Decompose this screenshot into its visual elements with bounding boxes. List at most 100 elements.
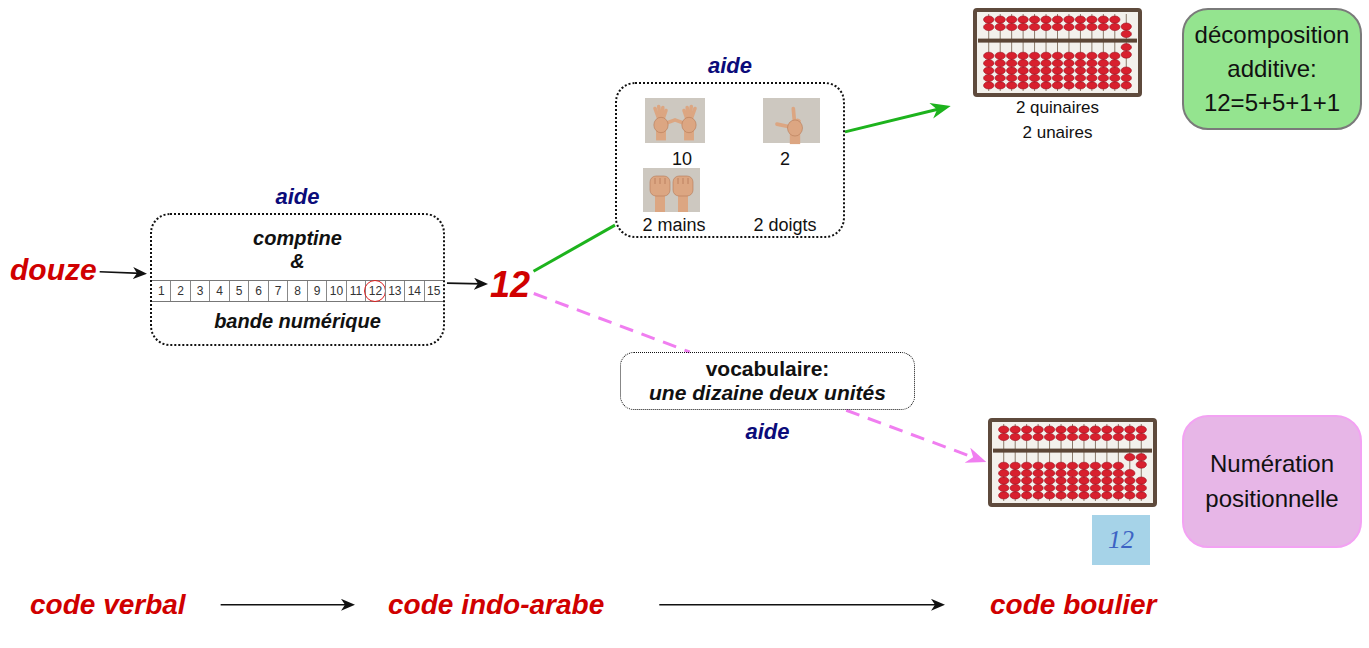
abacus-bead <box>1098 16 1108 23</box>
photo-caption: 10 <box>672 150 692 170</box>
abacus-bead <box>1110 23 1120 30</box>
abacus-bar <box>993 449 1152 453</box>
code-label: code verbal <box>30 588 186 622</box>
abacus-bead <box>1075 60 1085 67</box>
abacus-bead <box>1044 484 1054 491</box>
abacus-bead <box>1121 74 1131 81</box>
node-text: aide <box>617 54 843 78</box>
abacus-bead <box>1021 470 1031 477</box>
abacus-frame <box>975 10 1140 95</box>
abacus-bead <box>1064 60 1074 67</box>
abacus-bead <box>1006 60 1016 67</box>
abacus-bead <box>995 60 1005 67</box>
abacus-bead <box>1021 426 1031 433</box>
abacus-bead <box>1098 82 1108 89</box>
abacus-bead <box>1079 492 1089 499</box>
abacus-bead <box>1125 433 1135 440</box>
abacus-bead <box>1098 23 1108 30</box>
abacus-bead <box>1052 67 1062 74</box>
node-text: code verbal <box>30 588 186 622</box>
abacus-bead <box>1021 462 1031 469</box>
abacus-bead <box>1033 433 1043 440</box>
node-text: aide <box>152 185 443 209</box>
abacus-bead <box>1029 74 1039 81</box>
abacus-node: 12 <box>990 420 1155 568</box>
abacus-bead <box>1067 433 1077 440</box>
aid-box: aide1022 mains2 doigts <box>615 82 845 238</box>
fist-knuckle <box>655 178 656 184</box>
abacus-bead <box>1087 67 1097 74</box>
abacus-bead <box>1102 492 1112 499</box>
abacus-bead <box>1113 462 1123 469</box>
abacus-bead <box>1067 462 1077 469</box>
abacus-bead <box>1018 74 1028 81</box>
node-text: une dizaine deux unités <box>649 381 886 405</box>
abacus-bead <box>1021 477 1031 484</box>
numeral: 12 <box>490 263 530 306</box>
abacus-bead <box>1044 470 1054 477</box>
abacus-bead <box>1113 477 1123 484</box>
abacus-bead <box>1010 426 1020 433</box>
abacus-picture <box>990 420 1155 505</box>
abacus-bead <box>995 82 1005 89</box>
connector <box>534 225 615 271</box>
abacus-bead <box>1067 477 1077 484</box>
abacus-bead <box>1064 82 1074 89</box>
abacus-bead <box>1056 462 1066 469</box>
abacus-bead <box>1006 16 1016 23</box>
abacus-bead <box>1056 477 1066 484</box>
abacus-bead <box>1136 484 1146 491</box>
fist-shape <box>650 176 670 196</box>
abacus-bead <box>1087 82 1097 89</box>
fist-knuckle <box>660 178 661 184</box>
strip-number: 1 <box>152 281 170 301</box>
abacus-bead <box>1052 74 1062 81</box>
code-label: code boulier <box>990 588 1156 622</box>
abacus-bead <box>1006 23 1016 30</box>
abacus-bead <box>1041 67 1051 74</box>
abacus-bead <box>1075 67 1085 74</box>
strip-number: 14 <box>404 281 423 301</box>
abacus-bar <box>978 39 1137 43</box>
abacus-node: 2 quinaires 2 unaires <box>975 10 1140 150</box>
abacus-bead <box>1121 82 1131 89</box>
strip-number: 6 <box>248 281 267 301</box>
abacus-bead <box>1090 492 1100 499</box>
connector <box>659 604 939 606</box>
strip-number: 15 <box>424 281 443 301</box>
abacus-bead <box>1010 462 1020 469</box>
abacus-bead <box>1056 470 1066 477</box>
abacus-bead <box>1029 67 1039 74</box>
abacus-bead <box>1121 67 1131 74</box>
abacus-bead <box>1075 52 1085 59</box>
abacus-bead <box>1075 74 1085 81</box>
abacus-bead <box>1010 433 1020 440</box>
node-text: douze <box>10 252 97 288</box>
abacus-bead <box>1087 60 1097 67</box>
abacus-bead <box>1110 82 1120 89</box>
abacus-bead <box>999 470 1009 477</box>
abacus-bead <box>1079 426 1089 433</box>
abacus-bead <box>1067 492 1077 499</box>
strip-number: 3 <box>190 281 209 301</box>
strip-number: 2 <box>170 281 189 301</box>
abacus-bead <box>999 426 1009 433</box>
abacus-bead <box>1056 492 1066 499</box>
abacus-bead <box>1052 82 1062 89</box>
abacus-bead <box>1052 52 1062 59</box>
abacus-bead <box>1021 492 1031 499</box>
node-text: décomposition additive: 12=5+5+1+1 <box>1190 18 1354 120</box>
abacus-bead <box>1033 462 1043 469</box>
abacus-bead <box>1033 492 1043 499</box>
abacus-bead <box>984 67 994 74</box>
abacus-bead <box>1064 74 1074 81</box>
abacus-bead <box>1090 462 1100 469</box>
abacus-bead <box>1113 433 1123 440</box>
abacus-bead <box>1110 16 1120 23</box>
connector <box>221 604 349 606</box>
abacus-bead <box>1052 16 1062 23</box>
abacus-bead <box>1110 60 1120 67</box>
abacus-bead <box>1033 470 1043 477</box>
abacus-bead <box>1090 477 1100 484</box>
